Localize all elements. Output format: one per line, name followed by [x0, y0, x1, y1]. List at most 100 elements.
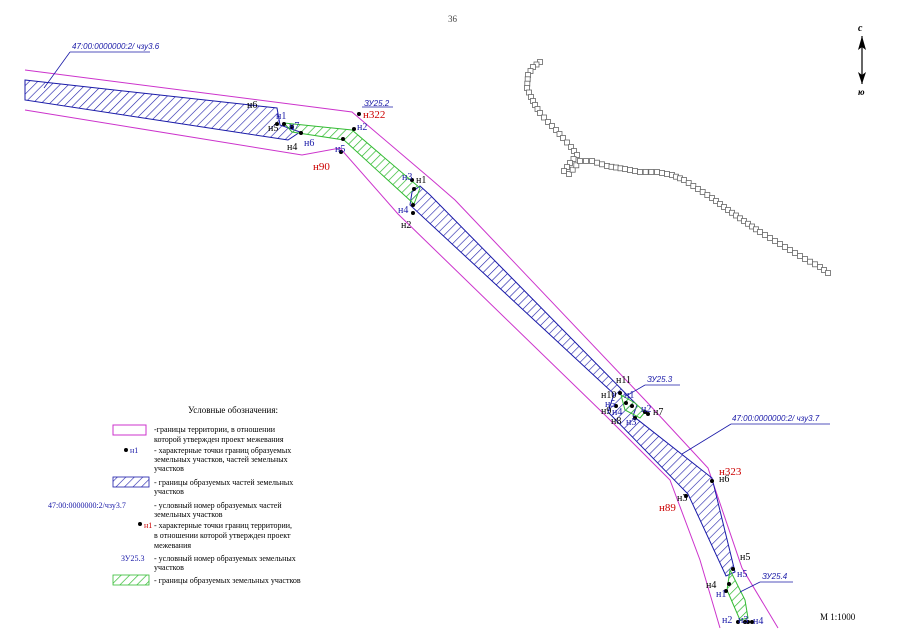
- land-plots: [282, 122, 749, 621]
- track-square: [825, 270, 831, 276]
- track-square: [564, 164, 570, 170]
- scale-label: М 1:1000: [820, 612, 856, 622]
- track-square: [571, 148, 577, 154]
- track-square: [574, 152, 580, 158]
- legend-text: - характерные точки границ образуемых: [154, 446, 291, 455]
- point-label: н5: [737, 569, 747, 580]
- north-label: с: [858, 23, 863, 34]
- legend-sample-cadastral: 47:00:0000000:2/чзу3.7: [48, 501, 126, 510]
- track-square: [782, 244, 788, 250]
- point-label: н7: [289, 121, 299, 132]
- legend-sample-zu: ЗУ25.3: [121, 554, 144, 563]
- point-label: н3: [626, 417, 636, 428]
- zu-label-25-3: ЗУ25.3: [647, 375, 673, 384]
- track-square: [553, 127, 559, 133]
- track-square: [721, 204, 727, 210]
- legend-text: -границы территории, в отношении: [154, 425, 276, 434]
- track-square: [560, 135, 566, 141]
- track-square: [797, 253, 803, 259]
- track-square: [545, 119, 551, 125]
- legend-sample-point: н1: [130, 446, 138, 455]
- track-square: [570, 156, 577, 162]
- track-square: [709, 195, 715, 201]
- track-square: [627, 167, 633, 173]
- point-label: н6: [719, 474, 729, 485]
- point-label: н4: [753, 616, 763, 627]
- track-square: [685, 180, 692, 186]
- point-label: н7: [653, 407, 663, 418]
- track-square: [556, 131, 563, 137]
- track-square: [632, 168, 638, 174]
- track-square: [637, 169, 643, 175]
- south-label: ю: [858, 87, 865, 97]
- point-label: н11: [616, 375, 631, 386]
- point-label: н8: [611, 416, 621, 427]
- track-square: [772, 238, 778, 244]
- point-markers: [275, 112, 754, 624]
- track-square: [573, 162, 580, 169]
- territory-point-label: н323: [719, 466, 742, 478]
- track-square: [777, 241, 783, 247]
- part-polygon-chzu3-6: [24, 79, 302, 141]
- point-label: н9: [601, 406, 611, 417]
- legend-text: участков: [154, 487, 184, 496]
- cadastral-label-chzu3-7: 47:00:0000000:2/ чзу3.7: [732, 414, 820, 423]
- legend-text: которой утвержден проект межевания: [154, 435, 284, 444]
- legend-text: - условный номер образуемых частей: [154, 501, 282, 510]
- track-square: [537, 110, 543, 116]
- point-label: н4: [706, 580, 716, 591]
- point-label: н1: [416, 175, 426, 186]
- track-square: [695, 186, 701, 192]
- legend-swatch-territory: [112, 424, 147, 436]
- point-label: н2: [357, 122, 367, 133]
- track-square: [664, 171, 670, 177]
- plot-polygon-zu25-4: [726, 568, 749, 621]
- track-square: [757, 229, 763, 235]
- point-label: н5: [268, 123, 278, 134]
- track-square: [622, 166, 628, 172]
- point-label: н1: [624, 390, 634, 401]
- square-track: [524, 59, 831, 276]
- territory-boundary: [24, 69, 779, 629]
- track-square: [569, 166, 576, 173]
- legend-text: земельных участков, частей земельных: [154, 455, 288, 464]
- territory-point-label: н89: [659, 502, 676, 514]
- track-square: [812, 261, 818, 268]
- track-square: [817, 264, 823, 270]
- legend-text: в отношении которой утвержден проект: [154, 531, 291, 540]
- point-label: н2: [722, 615, 732, 626]
- track-square: [577, 158, 583, 164]
- cadastral-label-chzu3-6: 47:00:0000000:2/ чзу3.6: [72, 42, 160, 51]
- point-label: н4: [398, 205, 408, 216]
- point-label: н3: [738, 615, 748, 626]
- track-square: [654, 169, 660, 175]
- point-label: н3: [402, 172, 412, 183]
- point-label: н4: [287, 142, 297, 153]
- track-square: [566, 171, 572, 177]
- legend-text: - границы образуемых частей земельных: [154, 478, 293, 487]
- plot-polygon-zu25-2: [282, 122, 421, 205]
- legend-title: Условные обозначения:: [188, 405, 278, 415]
- page-number: 36: [448, 14, 458, 24]
- track-square: [564, 139, 570, 146]
- track-square: [541, 114, 547, 121]
- point-label: н6: [304, 138, 314, 149]
- point-label: н5: [740, 552, 750, 563]
- track-square: [589, 158, 595, 164]
- track-square: [642, 169, 649, 175]
- legend-text: земельных участков: [154, 510, 223, 519]
- part-polygon-chzu3-7: [409, 185, 736, 577]
- track-square: [802, 256, 808, 262]
- track-square: [821, 267, 827, 273]
- cadastral-leaders: [43, 51, 830, 593]
- track-square: [583, 158, 589, 164]
- legend-text: межевания: [154, 541, 191, 550]
- track-square: [690, 183, 697, 189]
- point-label: н5: [335, 144, 345, 155]
- point-label: н4: [612, 407, 622, 418]
- legend-text: - характерные точки границ территории,: [154, 521, 292, 530]
- track-square: [704, 192, 711, 198]
- track-square: [713, 198, 719, 204]
- track-square: [599, 161, 605, 168]
